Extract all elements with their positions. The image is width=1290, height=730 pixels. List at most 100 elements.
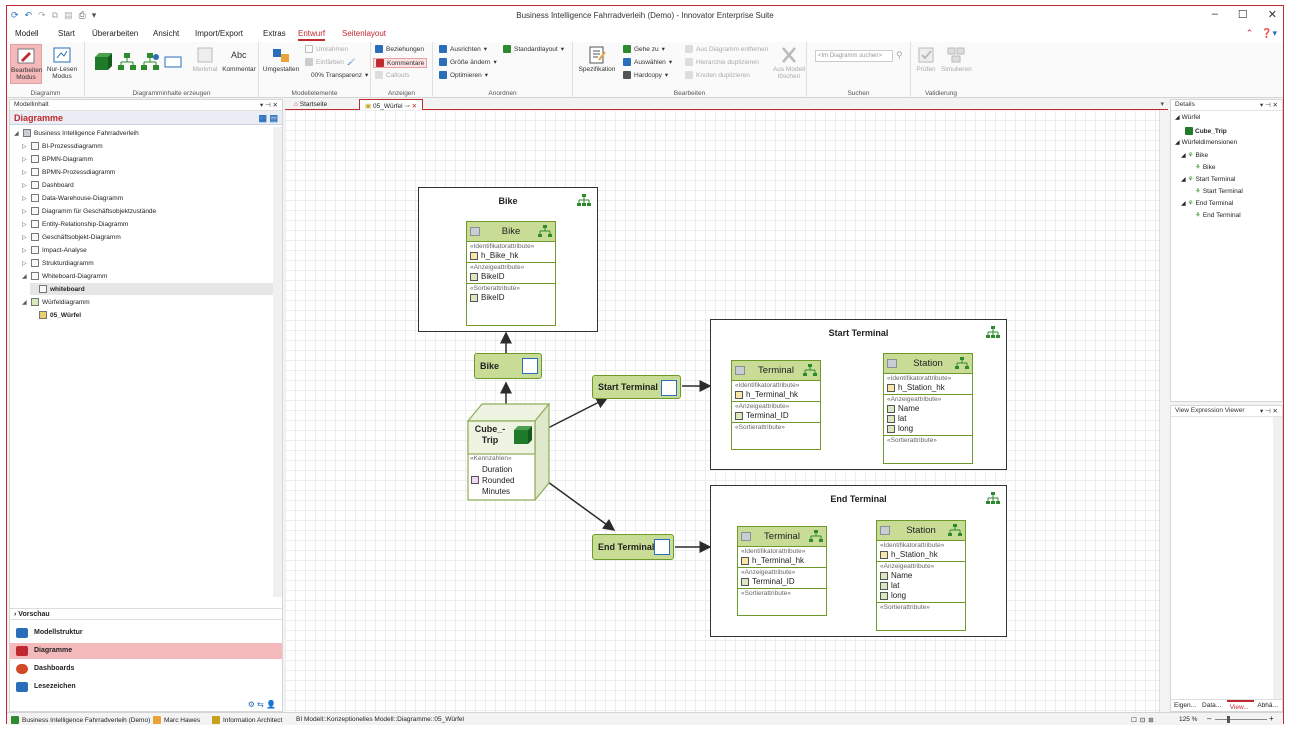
tree-item[interactable]: ◢Würfeldiagramm bbox=[22, 296, 90, 308]
dimension-node-end-terminal[interactable]: End Terminal bbox=[592, 534, 674, 560]
delete-from-model-button[interactable]: Aus Modell löschen bbox=[771, 46, 807, 80]
auswaehlen-button[interactable]: Auswählen▾ bbox=[623, 58, 672, 66]
merkmal-button[interactable]: Merkmal bbox=[189, 46, 221, 73]
details-item[interactable]: ◢Würfel bbox=[1175, 114, 1200, 121]
collapsed-arrow-icon[interactable]: ▷ bbox=[22, 195, 27, 202]
optimieren-button[interactable]: Optimieren▾ bbox=[439, 71, 488, 79]
help-icon[interactable]: ❓▾ bbox=[1261, 28, 1277, 38]
umgestalten-button[interactable]: Umgestalten bbox=[261, 46, 301, 73]
tree-item[interactable]: ▷BPMN-Prozessdiagramm bbox=[22, 166, 115, 178]
nav-config-icons[interactable]: ⚙ ⇆ 👤 bbox=[247, 700, 276, 709]
collapsed-arrow-icon[interactable]: ▷ bbox=[22, 221, 27, 228]
expanded-arrow-icon[interactable]: ◢ bbox=[22, 299, 27, 306]
edit-mode-button[interactable]: Bearbeiten Modus bbox=[10, 44, 42, 84]
fit-page-icon[interactable]: ☐ bbox=[1131, 717, 1137, 724]
details-item[interactable]: ⚘Bike bbox=[1195, 163, 1215, 172]
collapsed-arrow-icon[interactable]: ▷ bbox=[22, 182, 27, 189]
hardcopy-button[interactable]: Hardcopy▾ bbox=[623, 71, 668, 79]
hierarchy-icon[interactable] bbox=[117, 52, 137, 72]
zoom-select-icon[interactable]: ⊞ bbox=[1148, 717, 1154, 724]
nav-dashboards[interactable]: Dashboards bbox=[10, 661, 282, 677]
refresh-icon[interactable]: ⟳ bbox=[11, 10, 19, 20]
tab-data[interactable]: Data... bbox=[1202, 702, 1222, 709]
tree-root[interactable]: ◢Business Intelligence Fahrradverleih bbox=[14, 127, 139, 139]
diagram-search-input[interactable]: <Im Diagramm suchen> bbox=[815, 50, 893, 62]
dimension-node-bike[interactable]: Bike bbox=[474, 353, 542, 379]
tree-item[interactable]: ▷Diagramm für Geschäftsobjektzustände bbox=[22, 205, 156, 217]
tree-item[interactable]: ▷Impact-Analyse bbox=[22, 244, 87, 256]
entity-bike[interactable]: Bike «Identifikatorattribute»h_Bike_hk «… bbox=[466, 221, 556, 326]
callouts-toggle[interactable]: Callouts bbox=[375, 71, 409, 79]
collapsed-arrow-icon[interactable]: ▷ bbox=[22, 260, 27, 267]
remove-from-diagram-button[interactable]: Aus Diagramm entfernen bbox=[685, 45, 768, 53]
expanded-arrow-icon[interactable]: ◢ bbox=[22, 273, 27, 280]
collapse-ribbon-icon[interactable]: ⌃ bbox=[1245, 28, 1254, 38]
standardlayout-button[interactable]: Standardlayout▾ bbox=[503, 45, 564, 53]
tree-item[interactable]: 05_Würfel bbox=[30, 309, 81, 321]
details-item[interactable]: ◢⚘Bike bbox=[1181, 151, 1208, 160]
tab-seitenlayout[interactable]: Seitenlayout bbox=[342, 29, 387, 38]
collapsed-arrow-icon[interactable]: ▷ bbox=[22, 156, 27, 163]
cube-name[interactable]: Cube_- Trip bbox=[474, 424, 506, 445]
rectangle-shape-icon[interactable] bbox=[163, 52, 183, 72]
tab-import-export[interactable]: Import/Export bbox=[195, 29, 244, 38]
nav-lesezeichen[interactable]: Lesezeichen bbox=[10, 679, 282, 695]
tab-ansicht[interactable]: Ansicht bbox=[153, 29, 180, 38]
ausrichten-button[interactable]: Ausrichten▾ bbox=[439, 45, 487, 53]
panel-scrollbar[interactable] bbox=[1273, 417, 1282, 699]
details-item[interactable]: ◢⚘Start Terminal bbox=[1181, 175, 1235, 184]
panel-controls[interactable]: ▾ ⊣ ✕ bbox=[1260, 102, 1278, 109]
spezifikation-button[interactable]: Spezifikation bbox=[577, 46, 617, 73]
tree-scrollbar[interactable] bbox=[273, 127, 282, 597]
pruefen-button[interactable]: Prüfen bbox=[913, 46, 939, 73]
view-toggle-icon[interactable]: ▦ ▤ bbox=[258, 113, 278, 123]
paste-icon[interactable]: ▤ bbox=[64, 10, 73, 20]
cube-icon[interactable] bbox=[93, 52, 113, 72]
zoom-in-icon[interactable]: + bbox=[1269, 714, 1274, 723]
groesse-aendern-button[interactable]: Größe ändern▾ bbox=[439, 58, 497, 66]
tree-item[interactable]: ▷Strukturdiagramm bbox=[22, 257, 94, 269]
nav-diagramme[interactable]: Diagramme bbox=[10, 643, 282, 659]
undo-icon[interactable]: ↶ bbox=[24, 10, 33, 20]
tree-item-selected[interactable]: whiteboard bbox=[30, 283, 280, 295]
details-item[interactable]: ◢⚘End Terminal bbox=[1181, 199, 1233, 208]
panel-controls[interactable]: ▾ ⊣ ✕ bbox=[1260, 408, 1278, 415]
maximize-icon[interactable]: ☐ bbox=[1237, 9, 1248, 21]
tree-item[interactable]: ◢Whiteboard-Diagramm bbox=[22, 270, 107, 282]
expanded-arrow-icon[interactable]: ◢ bbox=[14, 130, 19, 137]
tree-item[interactable]: ▷Data-Warehouse-Diagramm bbox=[22, 192, 123, 204]
nav-modellstruktur[interactable]: Modellstruktur bbox=[10, 625, 282, 641]
panel-controls[interactable]: ▾ ⊣ ✕ bbox=[260, 102, 278, 109]
print-icon[interactable]: ⎙ bbox=[78, 10, 86, 20]
tab-ueberarbeiten[interactable]: Überarbeiten bbox=[92, 29, 139, 38]
kommentar-button[interactable]: Abc Kommentar bbox=[221, 46, 257, 73]
status-view-icons[interactable]: ☐ ⊡ ⊞ bbox=[1131, 716, 1154, 724]
simulieren-button[interactable]: Simulieren bbox=[941, 46, 972, 73]
duplicate-node-button[interactable]: Knoten duplizieren bbox=[685, 71, 750, 79]
close-tab-icon[interactable]: ✕ bbox=[411, 103, 418, 110]
minimize-icon[interactable]: – bbox=[1211, 8, 1218, 20]
copy-icon[interactable]: ⧉ bbox=[51, 10, 59, 20]
tab-startseite[interactable]: ⌂ Startseite bbox=[289, 99, 332, 110]
zoom-thumb[interactable] bbox=[1227, 716, 1230, 723]
dimension-node-start-terminal[interactable]: Start Terminal bbox=[592, 375, 681, 399]
details-item[interactable]: ⚘Start Terminal bbox=[1195, 187, 1243, 196]
tab-05-wuerfel[interactable]: ▣ 05_Würfel ⊸ ✕ bbox=[359, 99, 424, 110]
read-only-mode-button[interactable]: Nur-Lesen Modus bbox=[45, 46, 79, 80]
zoom-out-icon[interactable]: – bbox=[1207, 714, 1212, 723]
tab-list-icon[interactable]: ▾ bbox=[1160, 101, 1164, 108]
vorschau-header[interactable]: › Vorschau bbox=[10, 608, 282, 620]
tab-abhaengigkeiten[interactable]: Abhä... bbox=[1257, 702, 1278, 709]
tab-view[interactable]: View... bbox=[1226, 700, 1255, 711]
tab-extras[interactable]: Extras bbox=[263, 29, 286, 38]
gehe-zu-button[interactable]: Gehe zu▾ bbox=[623, 45, 665, 53]
einfaerben-button[interactable]: Einfärben🖌 bbox=[305, 58, 355, 66]
details-item[interactable]: ⚘End Terminal bbox=[1195, 211, 1241, 220]
tree-item[interactable]: ▷Dashboard bbox=[22, 179, 74, 191]
search-icon[interactable]: ⚲ bbox=[896, 50, 903, 60]
dimension-hierarchy-icon[interactable] bbox=[140, 52, 160, 72]
pin-icon[interactable]: ⊸ bbox=[404, 103, 410, 110]
entity-start-terminal[interactable]: Terminal «Identifikatorattribute»h_Termi… bbox=[731, 360, 821, 450]
canvas-scrollbar[interactable] bbox=[1159, 110, 1168, 712]
tree-item[interactable]: ▷Geschäftsobjekt-Diagramm bbox=[22, 231, 121, 243]
